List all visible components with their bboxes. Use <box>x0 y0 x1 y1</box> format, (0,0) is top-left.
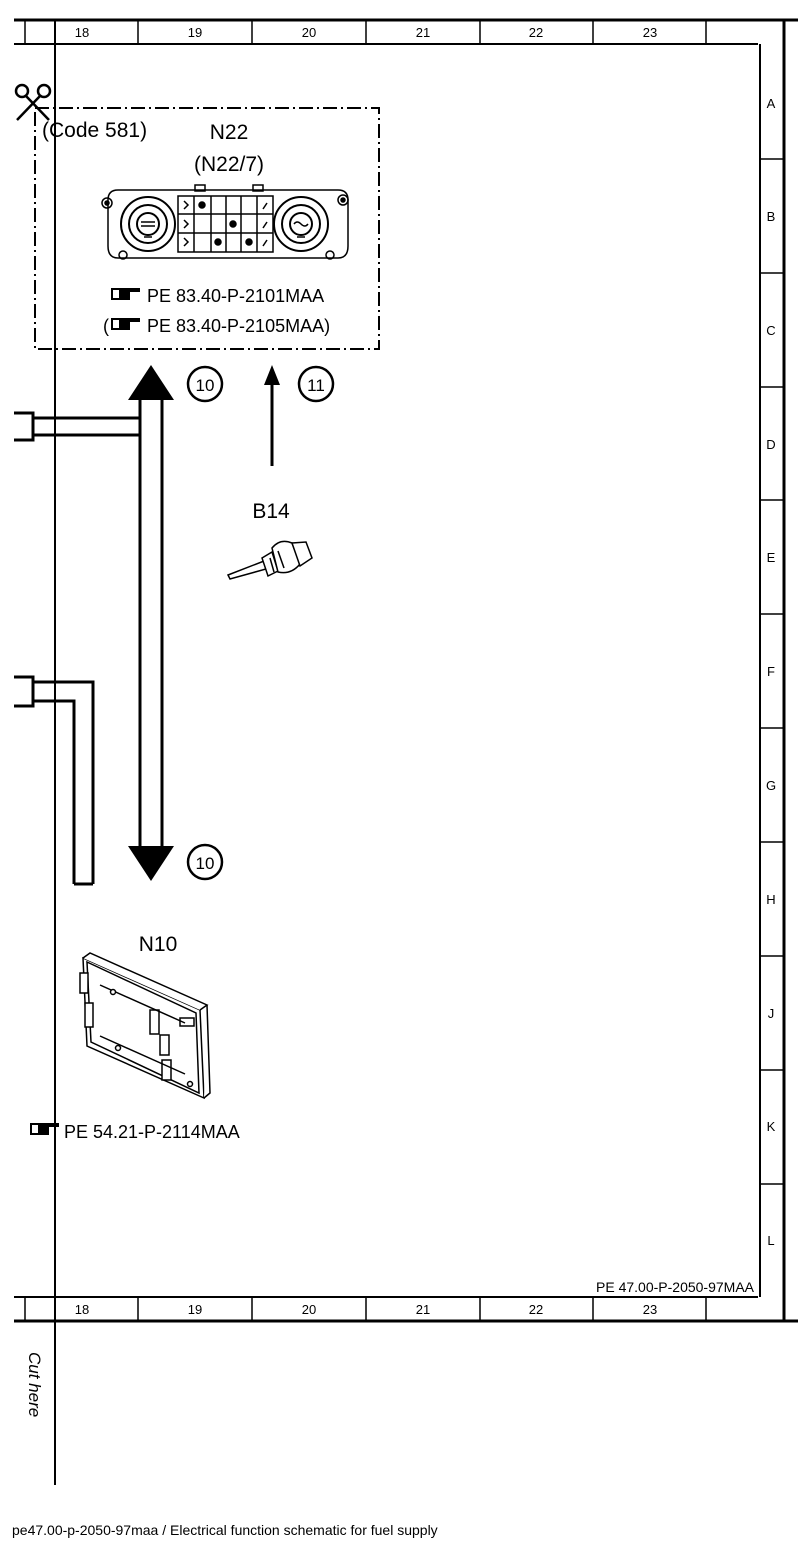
b14-label: B14 <box>252 500 290 523</box>
column-label-top: 19 <box>188 25 202 40</box>
row-label: K <box>767 1119 776 1134</box>
row-label: F <box>767 664 775 679</box>
n10-label: N10 <box>139 933 178 956</box>
scissors-icon <box>14 83 52 121</box>
control-panel-icon <box>101 184 349 260</box>
n22-alt-reference-paren: ( <box>103 316 109 336</box>
frame <box>14 18 798 1485</box>
column-label-bottom: 18 <box>75 1302 89 1317</box>
column-label-top: 21 <box>416 25 430 40</box>
row-label: B <box>767 209 776 224</box>
n22-alt-reference: PE 83.40-P-2105MAA) <box>147 316 330 336</box>
column-label-top: 18 <box>75 25 89 40</box>
pointing-hand-icon <box>111 318 140 330</box>
arrow-up <box>128 365 174 400</box>
row-label: A <box>767 96 776 111</box>
connector-10-bottom: 10 <box>186 843 224 881</box>
connector-label: 10 <box>196 376 215 395</box>
bus-line-main <box>138 400 164 846</box>
temperature-sensor-icon <box>226 540 313 580</box>
n22-code-label: (Code 581) <box>42 119 147 142</box>
bus-branch-upper <box>14 411 140 442</box>
arrow-down <box>128 846 174 881</box>
pointing-hand-icon <box>30 1123 59 1135</box>
signal-arrow-b14 <box>264 365 280 385</box>
pointing-hand-icon <box>111 288 140 300</box>
row-label: J <box>768 1006 775 1021</box>
column-label-top: 20 <box>302 25 316 40</box>
row-label: L <box>767 1233 774 1248</box>
n22-reference: PE 83.40-P-2101MAA <box>147 286 324 306</box>
control-unit-icon <box>79 952 211 1100</box>
column-label-bottom: 23 <box>643 1302 657 1317</box>
connector-11: 11 <box>297 365 335 403</box>
row-label: E <box>767 550 776 565</box>
row-label: D <box>766 437 775 452</box>
connector-10-top: 10 <box>186 365 224 403</box>
column-label-bottom: 19 <box>188 1302 202 1317</box>
document-code: PE 47.00-P-2050-97MAA <box>596 1279 755 1295</box>
n22-label: N22 <box>210 121 249 144</box>
row-label: C <box>766 323 775 338</box>
cut-here-label: Cut here <box>25 1352 44 1417</box>
column-label-bottom: 21 <box>416 1302 430 1317</box>
column-label-top: 22 <box>529 25 543 40</box>
row-label: G <box>766 778 776 793</box>
row-label: H <box>766 892 775 907</box>
n10-reference: PE 54.21-P-2114MAA <box>64 1122 240 1142</box>
column-label-top: 23 <box>643 25 657 40</box>
column-label-bottom: 20 <box>302 1302 316 1317</box>
connector-label: 11 <box>307 376 325 395</box>
caption: pe47.00-p-2050-97maa / Electrical functi… <box>12 1522 438 1538</box>
bus-branch-lower <box>14 675 95 886</box>
n22-alt-label: (N22/7) <box>194 153 264 176</box>
connector-label: 10 <box>196 854 215 873</box>
n22-option-boundary <box>34 107 380 350</box>
column-label-bottom: 22 <box>529 1302 543 1317</box>
